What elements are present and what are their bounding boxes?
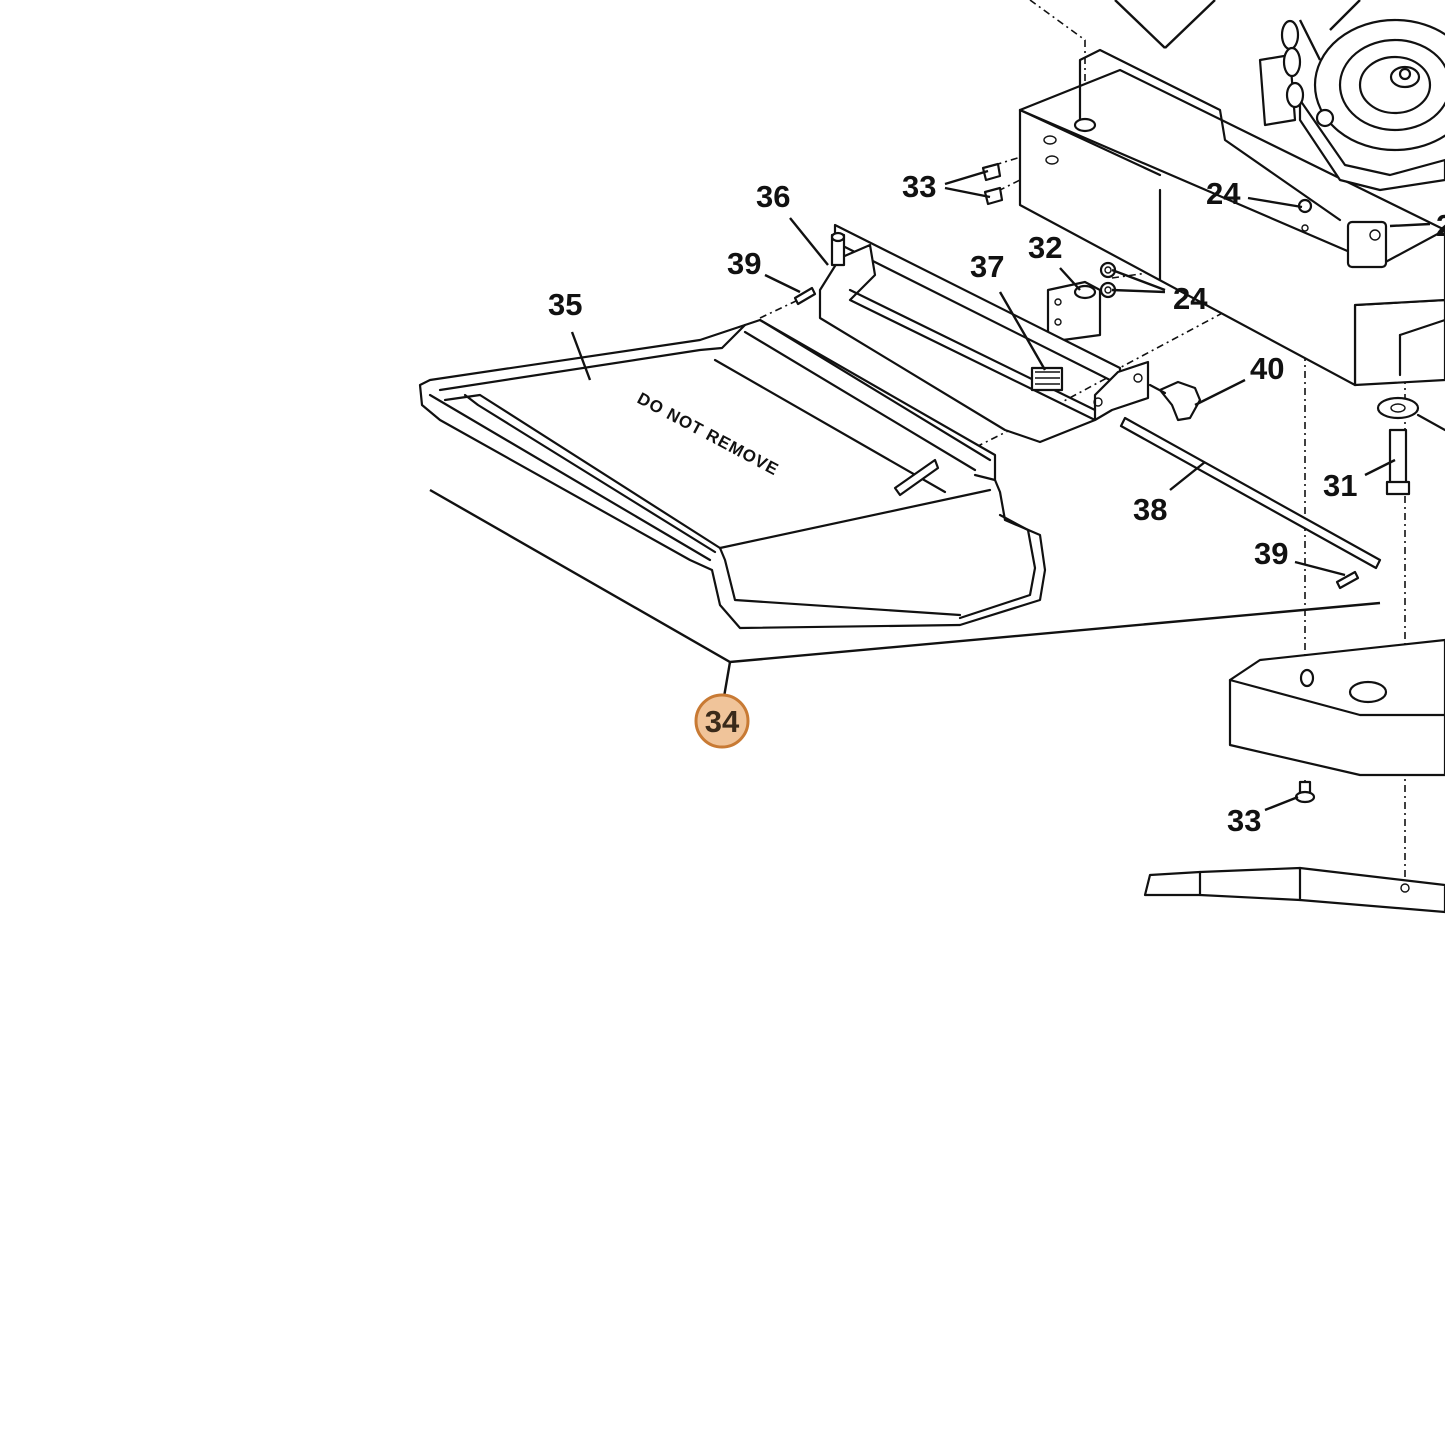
deck-housing: [1018, 48, 1445, 387]
leader-lines: [570, 0, 1431, 812]
callout-32[interactable]: 32: [1028, 230, 1062, 265]
pulley-assembly: [1258, 18, 1445, 192]
bolts-33: [981, 162, 1316, 804]
blade: [1143, 866, 1445, 914]
callout-2-partial[interactable]: 2: [1436, 208, 1445, 243]
callout-34-highlight[interactable]: 34: [694, 693, 750, 749]
callout-40[interactable]: 40: [1250, 351, 1284, 386]
hinge-bracket: [818, 223, 1150, 444]
callout-39-upper[interactable]: 39: [727, 246, 761, 281]
highlight-circle: [694, 693, 750, 749]
callout-38[interactable]: 38: [1133, 492, 1167, 527]
nuts-24: [1099, 261, 1117, 299]
callout-labels: 33 36 24 2 39 32 37 24 35 40 31 38 39 33: [548, 169, 1445, 838]
callout-31[interactable]: 31: [1323, 468, 1357, 503]
rod-38: [1119, 416, 1382, 570]
callout-36[interactable]: 36: [756, 179, 790, 214]
pins-39: [793, 286, 1360, 590]
callout-35[interactable]: 35: [548, 287, 582, 322]
callout-37[interactable]: 37: [970, 249, 1004, 284]
bracket-32: [1046, 280, 1102, 342]
knob-40: [1148, 380, 1202, 422]
callout-33-upper[interactable]: 33: [902, 169, 936, 204]
lower-deck-plate: [1228, 638, 1445, 777]
callout-24-upper[interactable]: 24: [1206, 176, 1241, 211]
discharge-chute: DO NOT REMOVE: [418, 318, 1047, 630]
callout-33-lower[interactable]: 33: [1227, 803, 1261, 838]
callout-39-lower[interactable]: 39: [1254, 536, 1288, 571]
bolt-31: [1376, 396, 1445, 496]
callout-24-middle[interactable]: 24: [1173, 281, 1208, 316]
callout-34[interactable]: 34: [705, 704, 740, 739]
assembly-34-bracket: [429, 488, 1381, 698]
